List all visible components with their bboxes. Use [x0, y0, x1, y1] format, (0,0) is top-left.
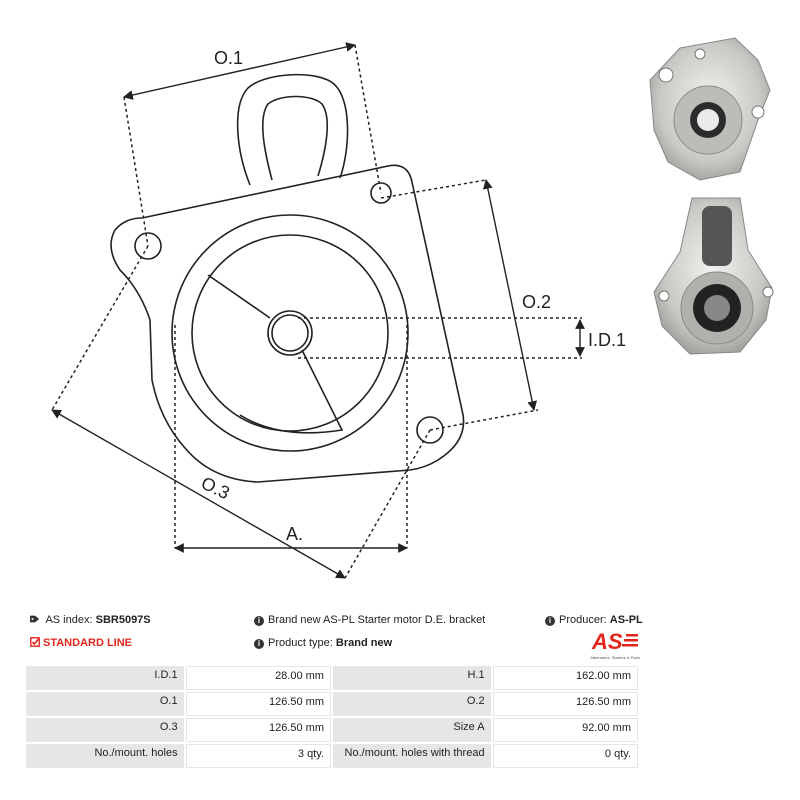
mount-hole-top: [370, 182, 392, 204]
bracket-flange-outline: [110, 164, 465, 483]
dimension-o3: [51, 409, 346, 579]
bracket-inner-ring: [191, 234, 389, 432]
description-text: Brand new AS-PL Starter motor D.E. brack…: [268, 614, 486, 626]
spec-value: 0 qty.: [492, 744, 638, 768]
producer-label: Producer:: [559, 614, 607, 626]
spec-key: No./mount. holes: [26, 744, 184, 768]
as-index-label: AS index:: [45, 614, 93, 626]
info-circle-icon: i: [254, 616, 264, 626]
product-photo-rear: [653, 197, 774, 355]
product-photo-front: [649, 37, 771, 181]
as-index-value: SBR5097S: [95, 614, 151, 626]
standard-line-text: STANDARD LINE: [43, 637, 133, 649]
spec-key: No./mount. holes with thread: [332, 744, 491, 768]
tag-icon: [30, 615, 40, 623]
description: i Brand new AS-PL Starter motor D.E. brac…: [254, 614, 485, 626]
bracket-top-lug-inner: [262, 95, 328, 181]
spec-key: I.D.1: [26, 666, 184, 690]
spec-key: H.1: [332, 666, 491, 690]
spec-key: Size A: [332, 718, 491, 742]
label-id1: I.D.1: [588, 330, 626, 350]
spec-key: O.2: [332, 692, 491, 716]
dimension-o2: [483, 179, 537, 411]
logo-mark: AS: [591, 629, 638, 654]
producer: i Producer: AS-PL: [545, 614, 643, 626]
mount-hole-left: [134, 232, 162, 260]
spec-value: 3 qty.: [185, 744, 331, 768]
label-o2: O.2: [522, 292, 551, 312]
as-pl-logo: AS Alternators, Starters & Parts: [566, 629, 640, 660]
spec-key: O.1: [26, 692, 184, 716]
logo-tagline: Alternators, Starters & Parts: [590, 655, 640, 660]
label-o1: O.1: [214, 48, 243, 68]
spec-value: 126.50 mm: [185, 692, 331, 716]
producer-value: AS-PL: [609, 614, 643, 626]
technical-drawing: O.1 O.2 O.3 A. I.D.1: [51, 42, 626, 579]
standard-line-badge: STANDARD LINE: [30, 637, 132, 649]
label-a: A.: [286, 524, 303, 544]
product-photos: [649, 37, 774, 355]
spec-value: 126.50 mm: [185, 718, 331, 742]
spec-value: 162.00 mm: [492, 666, 638, 690]
bearing-bore-inner: [271, 314, 309, 352]
as-index: AS index: SBR5097S: [30, 614, 151, 626]
spec-value: 92.00 mm: [492, 718, 638, 742]
info-circle-icon: i: [545, 616, 555, 626]
spec-value: 28.00 mm: [185, 666, 331, 690]
bearing-bore: [267, 310, 313, 356]
check-square-icon: [30, 637, 40, 647]
info-circle-icon: i: [254, 639, 264, 649]
spec-value: 126.50 mm: [492, 692, 638, 716]
mount-hole-bottom: [416, 416, 444, 444]
bracket-outer-ring: [171, 214, 409, 452]
svg-text:AS: AS: [591, 630, 623, 652]
product-type: i Product type: Brand new: [254, 637, 392, 649]
spec-key: O.3: [26, 718, 184, 742]
bracket-top-lug: [236, 73, 349, 186]
product-type-value: Brand new: [335, 637, 393, 649]
product-type-label: Product type:: [268, 637, 333, 649]
dimension-o1: [123, 42, 356, 100]
